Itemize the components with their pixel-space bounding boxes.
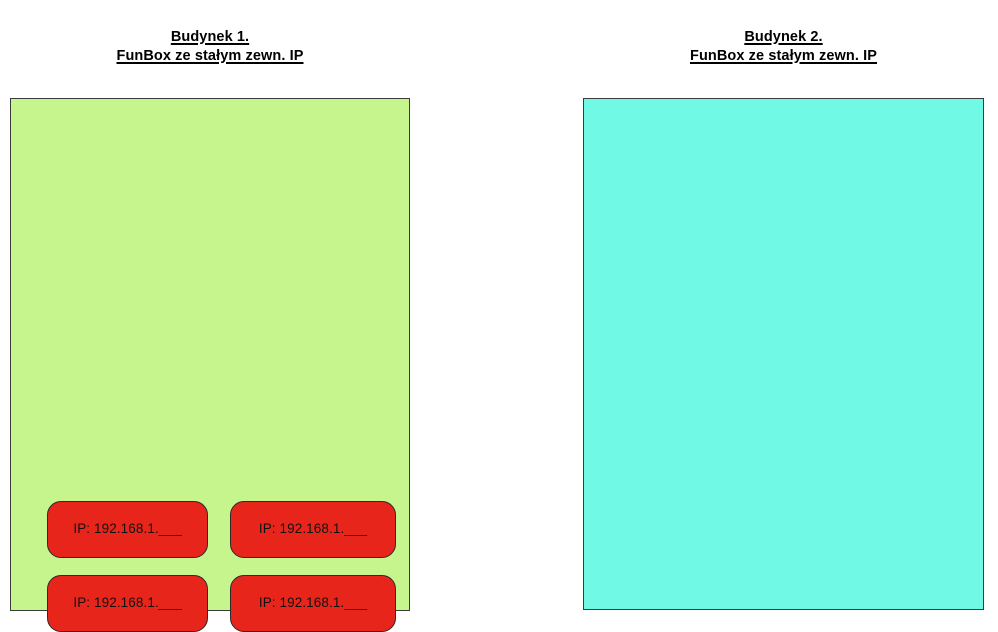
building-1-panel: IP: 192.168.1.___ IP: 192.168.1.___ IP: … (10, 98, 410, 632)
building-1-title-line-2: FunBox ze stałym zewn. IP (116, 48, 304, 64)
building-2-title-line-2: FunBox ze stałym zewn. IP (689, 48, 877, 64)
device-box-building-1-row-2-col-2[interactable]: IP: 192.168.1.___ (230, 575, 396, 632)
device-ip-label: IP: 192.168.1.___ (258, 594, 368, 610)
building-1-title: Budynek 1. FunBox ze stałym zewn. IP (10, 28, 410, 66)
device-ip-label: IP: 192.168.1.___ (258, 520, 368, 536)
device-ip-label: IP: 192.168.1.___ (73, 520, 182, 536)
building-1-title-line-1: Budynek 1. (170, 29, 250, 45)
building-2-panel: IP: 192.168.1.___ IP: 192.168.1.___ IP: … (583, 98, 984, 610)
device-box-building-1-row-2-col-1[interactable]: IP: 192.168.1.___ (47, 575, 208, 632)
building-2-title: Budynek 2. FunBox ze stałym zewn. IP (583, 28, 984, 66)
device-ip-label: IP: 192.168.1.___ (73, 594, 182, 610)
device-box-building-1-row-1-col-2[interactable]: IP: 192.168.1.___ (230, 501, 396, 558)
building-2-title-line-1: Budynek 2. (744, 29, 823, 45)
device-box-building-1-row-1-col-1[interactable]: IP: 192.168.1.___ (47, 501, 208, 558)
